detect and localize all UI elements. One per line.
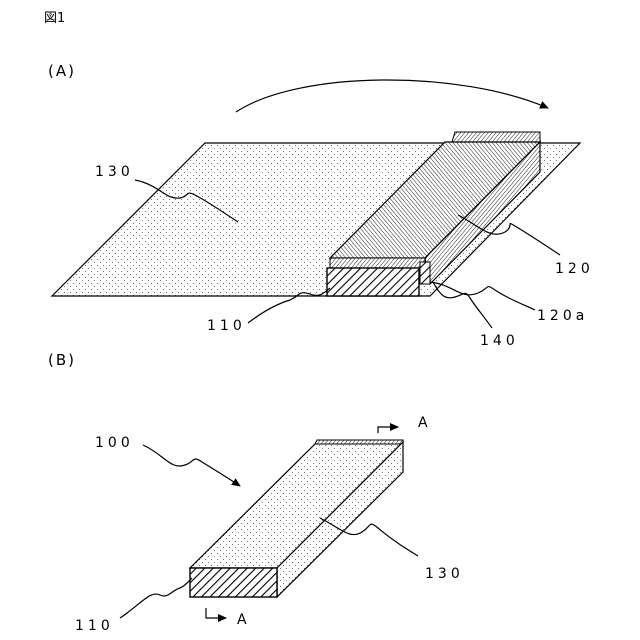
label-110-a: 110	[207, 318, 246, 334]
section-arrow-bottom	[206, 608, 226, 618]
section-label-top: A	[418, 415, 432, 431]
label-130-b: 130	[425, 566, 464, 582]
section-label-bottom: A	[237, 612, 251, 628]
label-120: 120	[555, 261, 594, 277]
label-100: 100	[95, 435, 134, 451]
leader-100	[143, 445, 240, 486]
label-110-b: 110	[75, 618, 114, 634]
label-120a: 120a	[537, 308, 588, 324]
base-110	[327, 268, 419, 296]
figure-title: 図1	[44, 11, 65, 26]
layer-120a	[330, 258, 425, 268]
leader-140	[433, 282, 492, 328]
body-top-end	[315, 440, 403, 444]
section-arrow-top	[378, 427, 398, 433]
panel-b-label: (B)	[48, 351, 76, 369]
leader-120a	[430, 282, 535, 310]
label-140: 140	[480, 333, 519, 349]
connector-140	[420, 262, 430, 284]
label-130-a: 130	[95, 164, 134, 180]
base-110-b	[190, 568, 277, 597]
panel-a-label: (A)	[48, 62, 76, 80]
stack-top-end	[452, 132, 540, 142]
rotation-arrow	[236, 80, 548, 112]
leader-110-b	[120, 578, 192, 618]
